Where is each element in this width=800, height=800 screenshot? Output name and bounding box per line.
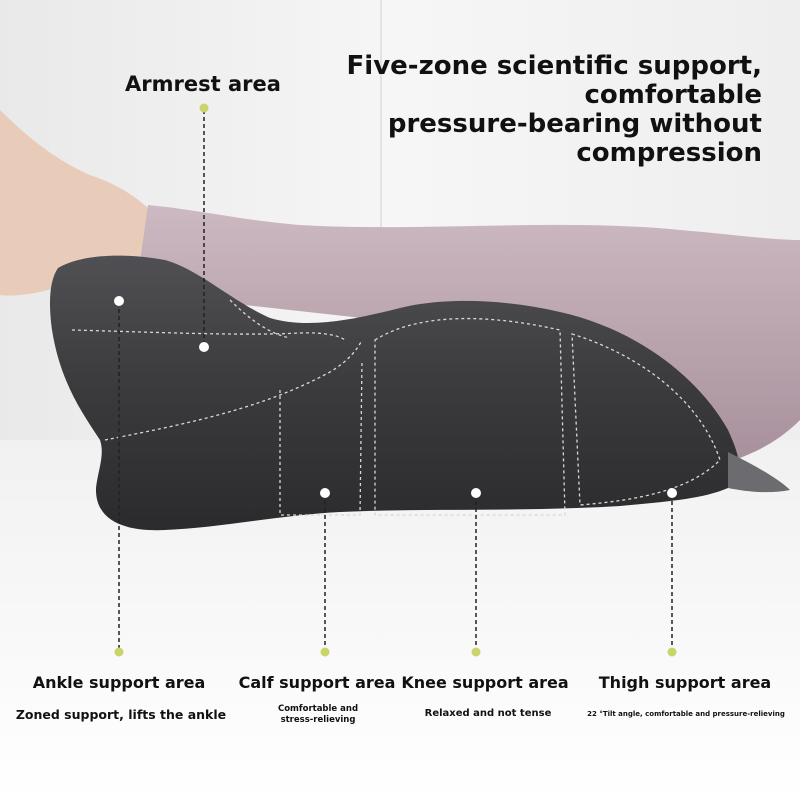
calf-support-desc: Comfortable and stress-relieving [278, 704, 358, 726]
wall-panel-line [380, 0, 382, 300]
thigh-support-title: Thigh support area [598, 673, 772, 692]
ankle-support-desc: Zoned support, lifts the ankle [16, 707, 226, 722]
cushion-base-edge [728, 452, 790, 493]
calf-support-title: Calf support area [238, 673, 396, 692]
headline-line: Five-zone scientific support, [346, 51, 762, 81]
thigh-desc-line: 22 °Tilt angle, comfortable and pressure… [587, 710, 785, 718]
headline-line: pressure-bearing without [387, 109, 762, 139]
ankle-support-title: Ankle support area [32, 673, 206, 692]
calf-desc-line: stress-relieving [280, 715, 356, 725]
stitching [71, 299, 721, 516]
leg-cushion [50, 255, 739, 531]
leader-end-dots [114, 103, 677, 657]
headline-line: compression [576, 138, 762, 168]
zone-marker-dots [114, 296, 677, 498]
leader-lines [118, 110, 673, 650]
calf-desc-line: Comfortable and [277, 704, 359, 714]
knee-desc-line: Relaxed and not tense [424, 708, 552, 719]
armrest-area-label: Armrest area [125, 72, 281, 96]
headline-line: comfortable [584, 80, 763, 110]
bare-foot [0, 110, 150, 296]
thigh-support-desc: 22 °Tilt angle, comfortable and pressure… [587, 710, 785, 718]
headline: Five-zone scientific support, comfortabl… [302, 52, 762, 168]
ankle-desc-line: Zoned support, lifts the ankle [15, 707, 227, 722]
knee-support-title: Knee support area [401, 673, 569, 692]
knee-support-desc: Relaxed and not tense [425, 708, 552, 719]
